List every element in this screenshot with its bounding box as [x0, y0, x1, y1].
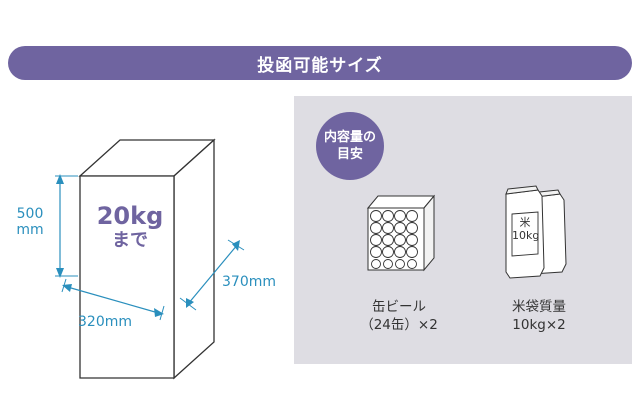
beer-cans-name: 缶ビール [372, 299, 426, 315]
width-dimension-label: 320mm [78, 314, 132, 330]
rice-bags-name: 米袋質量 [512, 299, 566, 315]
capacity-guide-panel: 内容量の 目安 米 10kg 缶ビール （24缶）×2 米袋質量 10kg×2 [294, 96, 632, 364]
rice-bags-icon [505, 185, 567, 279]
height-dimension-label: 500 mm [16, 206, 44, 238]
rice-bags-detail: 10kg×2 [512, 317, 566, 333]
beer-cans-detail: （24缶）×2 [360, 317, 438, 333]
weight-value: 20kg [96, 202, 164, 230]
weight-limit-label: 20kg まで [80, 202, 180, 252]
rice-bags-caption: 米袋質量 10kg×2 [474, 298, 604, 334]
rice-bag-print: 米 10kg [512, 216, 540, 242]
beer-cans-caption: 缶ビール （24缶）×2 [334, 298, 464, 334]
box-illustration: 500 mm 320mm 370mm 20kg まで [0, 96, 290, 396]
section-header: 投函可能サイズ [8, 46, 632, 80]
beer-cans-icon [366, 194, 436, 272]
capacity-guide-badge: 内容量の 目安 [316, 112, 384, 180]
section-title: 投函可能サイズ [257, 55, 383, 76]
weight-until-text: まで [112, 230, 148, 251]
capacity-guide-badge-label: 内容量の 目安 [323, 130, 376, 162]
depth-dimension-label: 370mm [222, 274, 276, 290]
cube-drawing [55, 138, 245, 380]
